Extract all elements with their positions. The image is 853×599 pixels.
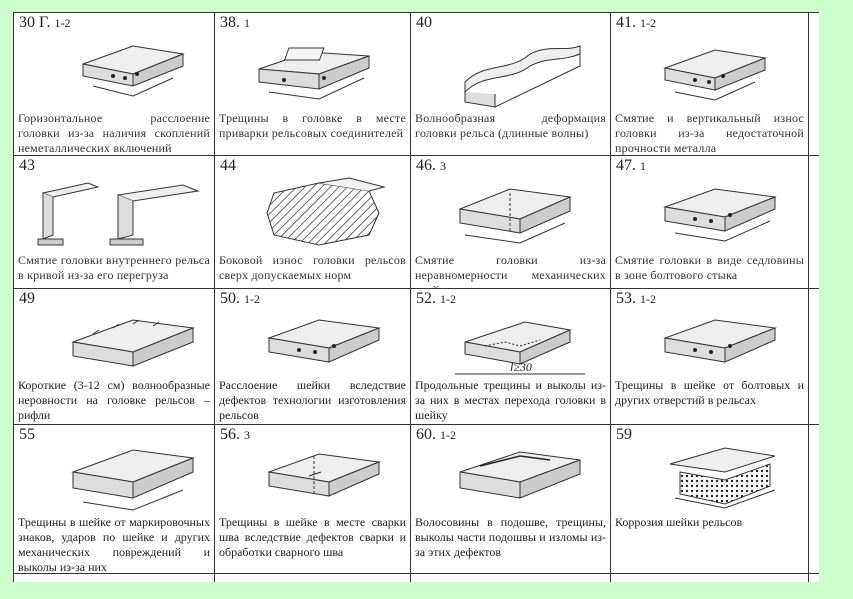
defect-caption: Смятие и вертикальный износ головки из-з… [615,111,804,155]
defect-code: 55 [19,426,35,443]
defect-cell-49: 49 Короткие (3-12 см) волнообразные неро… [13,288,214,424]
defect-code: 41. 1-2 [616,14,656,31]
defect-code: 44 [220,157,236,174]
defect-code: 40 [416,14,432,31]
rail-figure [71,319,195,367]
defect-caption: Горизонтальное расслоение головки из-за … [18,111,210,155]
defect-catalog-sheet: 30 Г. 1-2 Горизонтальное расслоение голо… [13,12,819,582]
rail-figure [267,453,381,497]
rail-figure [258,47,370,100]
defect-caption: Трещины в головке в месте приварки рельс… [219,111,406,140]
defect-code: 38. 1 [220,14,250,31]
rail-figure [663,319,777,363]
rail-figure [669,447,776,509]
defect-caption: Расслоение шейки вследствие дефектов тех… [219,378,406,422]
rail-figure: l≥30 [455,321,585,375]
defect-cell-55: 55 Трещины в шейке от маркировочных знак… [13,424,214,573]
defect-caption: Трещины в шейке от маркировочных знаков,… [18,515,210,573]
rail-figure [71,449,195,511]
grid-line [13,288,819,289]
defect-cell-30g: 30 Г. 1-2 Горизонтальное расслоение голо… [13,12,214,155]
grid-line [410,12,411,582]
rail-figure [266,177,386,246]
defect-cell-59: 59 Коррозия шейки рельсов [610,424,808,573]
rail-figure [464,45,581,108]
defect-code: 59 [616,426,632,443]
defect-caption: Коррозия шейки рельсов [615,515,743,529]
defect-cell-40: 40 Волнообразная деформация головки рель… [410,12,610,155]
defect-code: 30 Г. 1-2 [19,14,71,31]
defect-caption: Волосовины в подошве, трещины, выколы ча… [415,515,606,559]
grid-line [13,424,819,425]
defect-caption: Смятие головки внутреннего рельса в крив… [18,253,210,282]
defect-code: 56. 3 [220,426,250,443]
defect-cell-47: 47. 1 Смятие головки в виде седловины в … [610,155,808,288]
defect-caption: Волнообразная деформация головки рельса … [415,111,606,140]
grid-line [214,12,215,582]
defect-caption: Короткие (3-12 см) волнообразные неровно… [18,378,210,422]
defect-caption: Смятие головки в виде седловины в зоне б… [615,253,804,282]
defect-cell-38: 38. 1 Трещины в головке в месте приварки… [214,12,410,155]
defect-code: 52. 1-2 [416,290,456,307]
rail-figure [663,188,777,242]
grid-line [13,155,819,156]
length-annotation: l≥30 [510,360,532,374]
defect-cell-43: 43 Смятие головки внутреннего рельса в к… [13,155,214,288]
defect-code: 47. 1 [616,157,646,174]
defect-cell-46: 46. 3 Смятие головки из-за неравномернос… [410,155,610,288]
defect-caption: Боковой износ головки рельсов сверх допу… [219,253,406,282]
defect-code: 43 [19,157,35,174]
defect-code: 49 [19,290,35,307]
defect-code: 60. 1-2 [416,426,456,443]
grid-line [13,12,14,582]
defect-cell-60: 60. 1-2 Волосовины в подошве, трещины, в… [410,424,610,573]
defect-cell-56: 56. 3 Трещины в шейке в месте сварки шва… [214,424,410,573]
defect-caption: Смятие головки из-за неравномерности мех… [415,253,606,288]
defect-code: 46. 3 [416,157,446,174]
defect-caption: Трещины в шейке от болтовых и других отв… [615,378,804,407]
rail-figure [81,45,185,97]
defect-cell-52: 52. 1-2 l≥30 Продольные трещины и выколы… [410,288,610,424]
defect-caption: Трещины в шейке в месте сварки шва вслед… [219,515,406,559]
defect-code: 53. 1-2 [616,290,656,307]
rail-figure [458,188,572,244]
rail-figure [459,451,581,499]
grid-line [13,573,819,574]
defect-code: 50. 1-2 [220,290,260,307]
defect-caption: Продольные трещины и выколы из-за них в … [415,378,606,422]
defect-cell-50: 50. 1-2 Расслоение шейки вследствие дефе… [214,288,410,424]
defect-cell-41: 41. 1-2 Смятие и вертикальный износ голо… [610,12,808,155]
rail-figure [267,319,381,363]
grid-line [808,12,809,582]
rail-figure [37,182,200,246]
grid-line [13,12,819,13]
grid-line [610,12,611,582]
defect-cell-44: 44 Боковой износ головки рельсов сверх д… [214,155,410,288]
rail-figure [663,49,767,101]
defect-cell-53: 53. 1-2 Трещины в шейке от болтовых и др… [610,288,808,424]
